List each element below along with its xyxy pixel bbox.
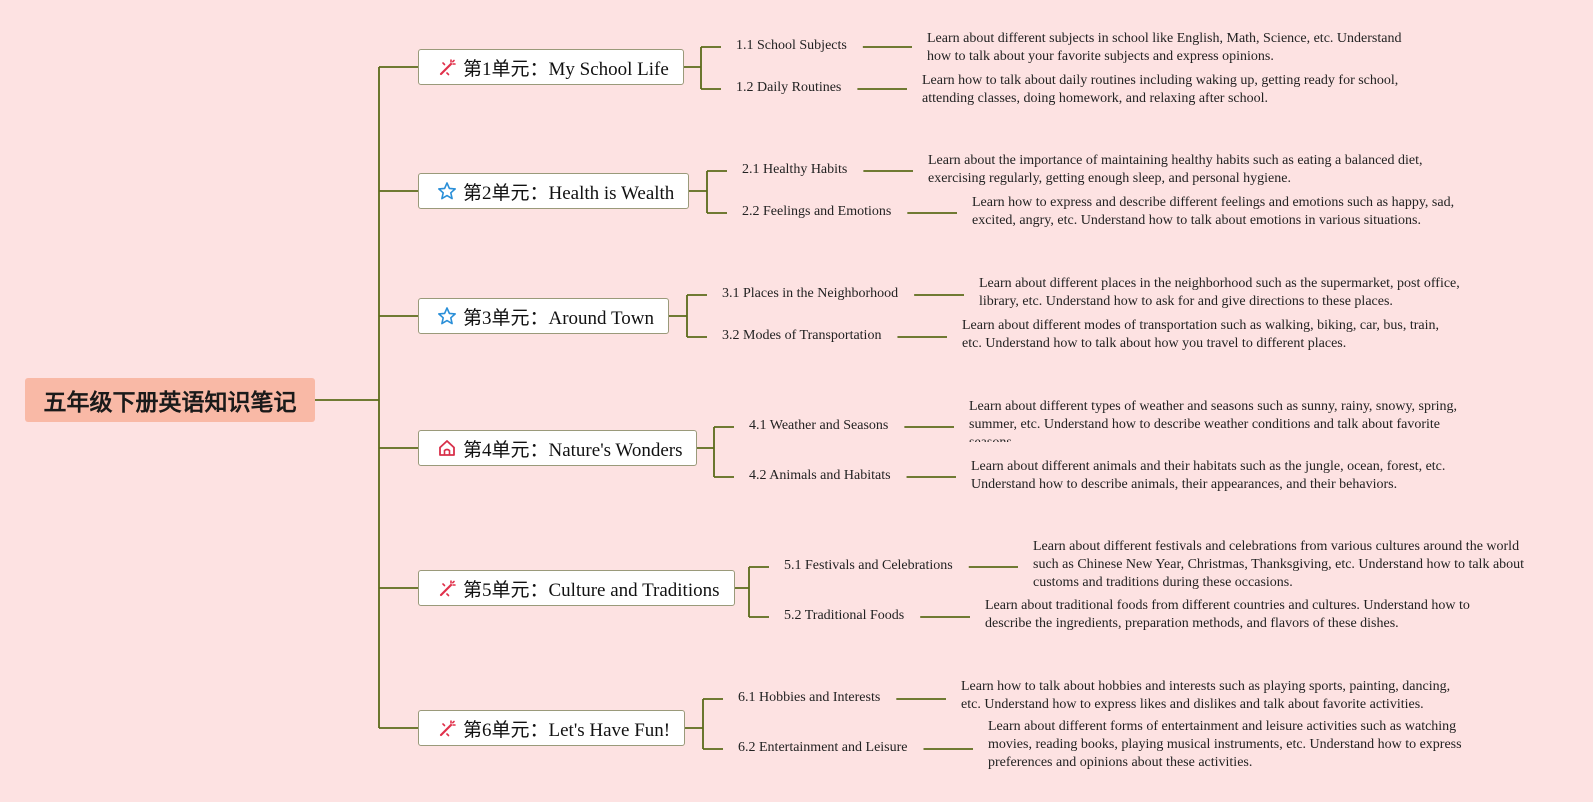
subtopic-title[interactable]: 2.2 Feelings and Emotions [742, 204, 892, 219]
unit-label: 第2单元：Health is Wealth [463, 182, 675, 204]
unit-label: 第5单元：Culture and Traditions [463, 579, 720, 601]
subtopic-description: Learn about different festivals and cele… [1033, 539, 1525, 590]
subtopic-description: Learn about different places in the neig… [979, 276, 1460, 309]
unit-node-5[interactable]: 第5单元：Culture and Traditions [418, 570, 735, 606]
subtopic-description: Learn how to express and describe differ… [972, 195, 1455, 228]
subtopic-description: Learn about different types of weather a… [969, 399, 1458, 442]
subtopic-description: Learn about different modes of transport… [962, 318, 1439, 351]
magic-wand-icon [437, 718, 457, 738]
unit-node-6[interactable]: 第6单元：Let's Have Fun! [418, 710, 686, 746]
root-title: 五年级下册英语知识笔记 [25, 378, 315, 422]
subtopic-title[interactable]: 4.1 Weather and Seasons [749, 418, 889, 433]
subtopic-description: Learn about different animals and their … [971, 459, 1446, 492]
unit-node-3[interactable]: 第3单元：Around Town [418, 298, 669, 334]
subtopic-description: Learn how to talk about daily routines i… [922, 73, 1399, 106]
subtopic-title[interactable]: 6.2 Entertainment and Leisure [738, 740, 908, 755]
subtopic-title[interactable]: 5.1 Festivals and Celebrations [784, 558, 953, 573]
unit-node-4[interactable]: 第4单元：Nature's Wonders [418, 430, 698, 466]
star-icon [437, 306, 457, 326]
subtopic-description: Learn about different forms of entertain… [988, 719, 1462, 770]
unit-label: 第4单元：Nature's Wonders [463, 439, 683, 461]
star-icon [437, 181, 457, 201]
subtopic-title[interactable]: 1.2 Daily Routines [736, 80, 842, 95]
subtopic-title[interactable]: 2.1 Healthy Habits [742, 162, 848, 177]
unit-label: 第3单元：Around Town [463, 307, 654, 329]
unit-node-2[interactable]: 第2单元：Health is Wealth [418, 173, 690, 209]
unit-node-1[interactable]: 第1单元：My School Life [418, 49, 684, 85]
subtopic-description: Learn about traditional foods from diffe… [985, 598, 1470, 631]
subtopic-title[interactable]: 1.1 School Subjects [736, 38, 847, 53]
unit-label: 第1单元：My School Life [463, 58, 669, 80]
magic-wand-icon [437, 578, 457, 598]
subtopic-description: Learn about different subjects in school… [927, 31, 1402, 64]
subtopic-description: Learn how to talk about hobbies and inte… [961, 679, 1451, 712]
magic-wand-icon [437, 57, 457, 77]
subtopic-title[interactable]: 6.1 Hobbies and Interests [738, 690, 881, 705]
subtopic-title[interactable]: 4.2 Animals and Habitats [749, 468, 891, 483]
house-icon [437, 438, 457, 458]
subtopic-title[interactable]: 3.1 Places in the Neighborhood [722, 286, 899, 301]
subtopic-description: Learn about the importance of maintainin… [928, 153, 1423, 186]
subtopic-title[interactable]: 3.2 Modes of Transportation [722, 328, 882, 343]
subtopic-title[interactable]: 5.2 Traditional Foods [784, 608, 905, 623]
unit-label: 第6单元：Let's Have Fun! [463, 719, 671, 741]
